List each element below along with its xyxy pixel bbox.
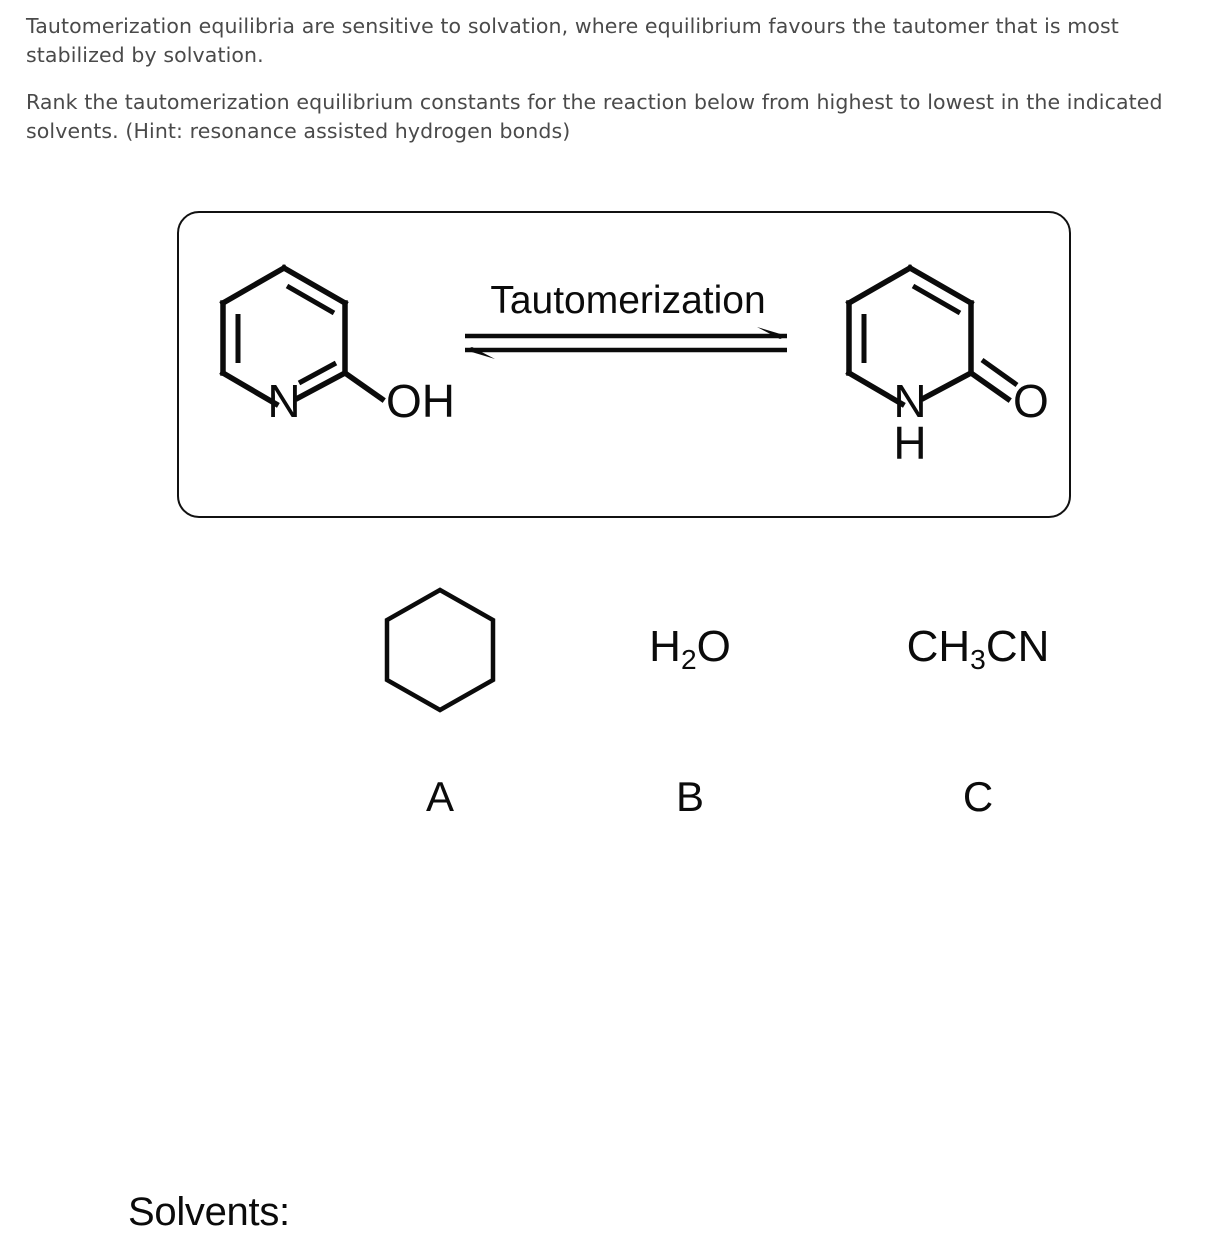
arrow-head-forward <box>757 327 787 339</box>
nitrogen-label-product: N <box>893 375 926 427</box>
question-paragraph-1: Tautomerization equilibria are sensitive… <box>26 14 1126 67</box>
arrow-label-tautomerization: Tautomerization <box>490 279 765 322</box>
solvent-option-c: CH3CN C <box>858 580 1098 818</box>
hydroxyl-label-reactant: OH <box>386 375 455 427</box>
hexagon-outline <box>384 587 496 713</box>
question-paragraph-2: Rank the tautomerization equilibrium con… <box>26 90 1170 143</box>
solvent-c-figure: CH3CN <box>858 580 1098 720</box>
reaction-scheme-box: N OH Tautomerization <box>177 211 1071 518</box>
solvent-b-formula-sub: 2 <box>680 644 697 676</box>
structure-2-hydroxypyridine <box>219 264 386 408</box>
solvent-option-a: A <box>320 580 560 818</box>
bond-c2-to-oxygen <box>341 369 386 403</box>
solvent-c-formula: CH3CN <box>907 625 1050 674</box>
solvent-b-formula-main: H <box>649 622 681 672</box>
bond-c3-to-top-product <box>906 264 975 307</box>
solvent-b-formula: H2O <box>649 625 731 674</box>
double-bond-inner-n-c2 <box>297 360 338 386</box>
double-bond-inner-top-right <box>285 283 336 316</box>
double-bond-inner-carbonyl <box>980 357 1019 388</box>
nh-hydrogen-label-product: H <box>893 417 926 469</box>
bond-lowerleft-to-nitrogen-product <box>845 369 906 408</box>
solvents-section: Solvents: A H2O B CH3CN C <box>0 560 1206 1234</box>
bond-nitrogen-to-c2 <box>294 369 349 402</box>
double-bond-inner-lines-right <box>861 283 1019 388</box>
carbonyl-oxygen-label-product: O <box>1013 375 1049 427</box>
bond-c2-to-carbonyl-oxygen <box>967 369 1012 403</box>
solvent-c-formula-main: CH <box>906 622 971 672</box>
bond-top-to-upperleft-product <box>845 264 914 307</box>
solvent-key-a: A <box>425 773 454 820</box>
solvent-key-c: C <box>962 773 994 820</box>
structure-2-pyridone <box>845 264 1012 408</box>
reaction-scheme-diagram: N OH Tautomerization <box>219 264 1049 469</box>
solvent-a-figure <box>320 580 560 720</box>
bond-nitrogen-to-c2-product <box>920 369 975 402</box>
solvent-c-formula-sub: 3 <box>970 644 986 676</box>
solvent-b-figure: H2O <box>570 580 810 720</box>
solvent-c-formula-tail: CN <box>985 622 1050 672</box>
cyclohexane-hexagon-icon <box>384 587 496 713</box>
question-text-block: Tautomerization equilibria are sensitive… <box>26 12 1176 164</box>
double-bond-inner-lines-left <box>235 283 338 386</box>
equilibrium-arrow <box>465 327 787 359</box>
bond-lowerleft-to-nitrogen <box>219 369 280 408</box>
solvents-label: Solvents: <box>128 1190 290 1234</box>
solvent-key-b: B <box>675 773 704 820</box>
arrow-head-reverse <box>465 347 495 359</box>
bond-c3-to-top <box>280 264 349 307</box>
solvent-b-formula-tail: O <box>696 622 731 672</box>
bond-top-to-upperleft <box>219 264 288 307</box>
solvent-option-b: H2O B <box>570 580 810 818</box>
double-bond-inner-top-right-product <box>911 283 962 316</box>
nitrogen-label-reactant: N <box>267 375 300 427</box>
